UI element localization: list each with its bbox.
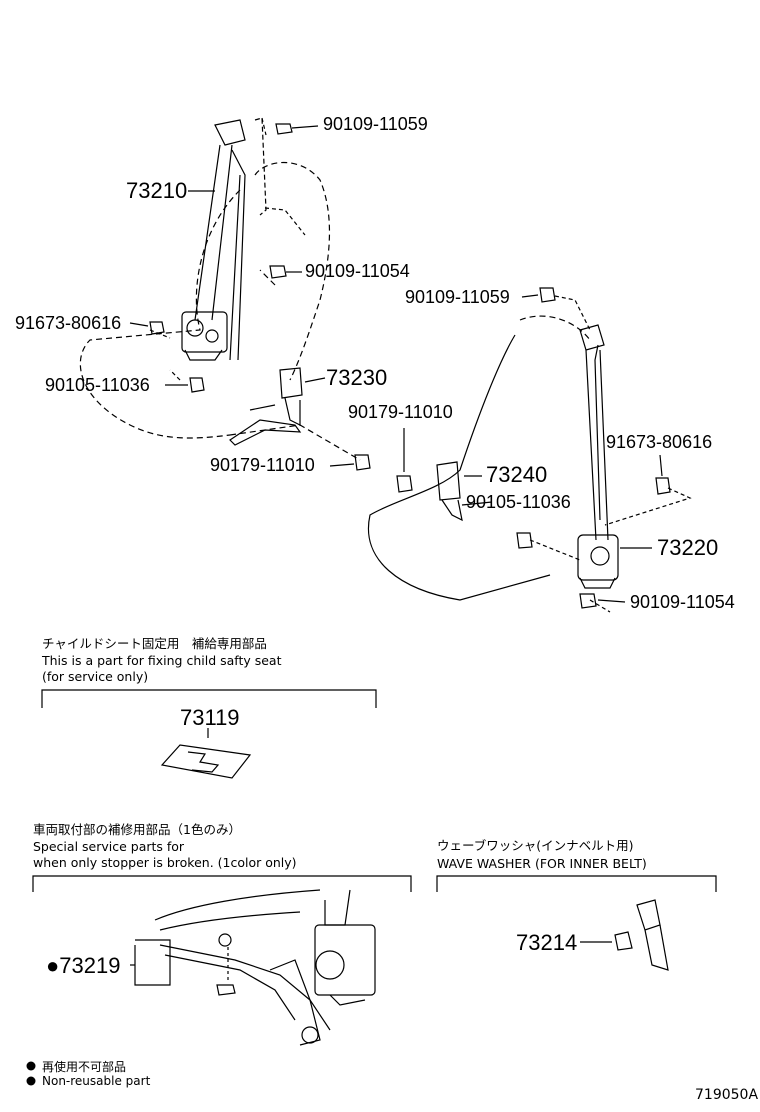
legend-non-reusable-en: Non-reusable part (42, 1074, 151, 1088)
part-number-73119: 73119 (180, 705, 240, 730)
legend-bullet (26, 1076, 36, 1086)
part-number-90109-11054-right: 90109-11054 (630, 592, 735, 612)
washer-note-jp: ウェーブワッシャ(インナベルト用) (437, 838, 634, 853)
part-number-90105-11036-right: 90105-11036 (466, 492, 571, 512)
child-seat-note-en-2: (for service only) (42, 669, 149, 684)
part-number-90105-11036: 90105-11036 (45, 375, 150, 395)
child-seat-note-jp: チャイルドシート固定用 補給専用部品 (42, 636, 267, 651)
stopper-note-en-1: Special service parts for (33, 839, 185, 854)
part-number-90109-11059-right: 90109-11059 (405, 287, 510, 307)
part-number-90179-11010-right: 90179-11010 (348, 402, 453, 422)
stopper-note-en-2: when only stopper is broken. (1color onl… (33, 855, 297, 870)
part-number-73230: 73230 (326, 365, 388, 390)
legend-non-reusable-jp: 再使用不可部品 (42, 1060, 127, 1074)
right-seat-outline (367, 315, 591, 601)
right-bolts (396, 287, 671, 609)
right-leaders (403, 294, 692, 613)
left-buckle (229, 367, 303, 446)
bracket-73214 (436, 875, 717, 971)
part-number-73219: ●73219 (46, 953, 121, 978)
legend-bullet (26, 1061, 36, 1071)
part-number-90179-11010: 90179-11010 (210, 455, 315, 475)
left-seat-outline (79, 161, 361, 461)
bracket-73219 (32, 875, 412, 1046)
left-belt-assembly (181, 117, 267, 361)
part-number-73220: 73220 (657, 535, 719, 560)
part-number-90109-11059: 90109-11059 (323, 114, 428, 134)
right-belt-assembly (577, 324, 619, 589)
part-number-73240: 73240 (486, 462, 548, 487)
stopper-note-jp: 車両取付部の補修用部品（1色のみ） (33, 822, 241, 837)
left-leaders (129, 117, 355, 467)
bracket-73119 (41, 689, 377, 779)
part-number-73210: 73210 (126, 178, 188, 203)
part-number-91673-80616: 91673-80616 (15, 313, 122, 333)
child-seat-note-en-1: This is a part for fixing child safty se… (42, 653, 282, 668)
part-number-91673-80616-right: 91673-80616 (606, 432, 713, 452)
washer-note-en: WAVE WASHER (FOR INNER BELT) (437, 856, 647, 871)
part-number-90109-11054: 90109-11054 (305, 261, 410, 281)
diagram-code: 719050A (695, 1087, 759, 1103)
left-bolts (149, 123, 371, 471)
right-buckle (436, 461, 463, 522)
part-number-73214: 73214 (516, 930, 578, 955)
